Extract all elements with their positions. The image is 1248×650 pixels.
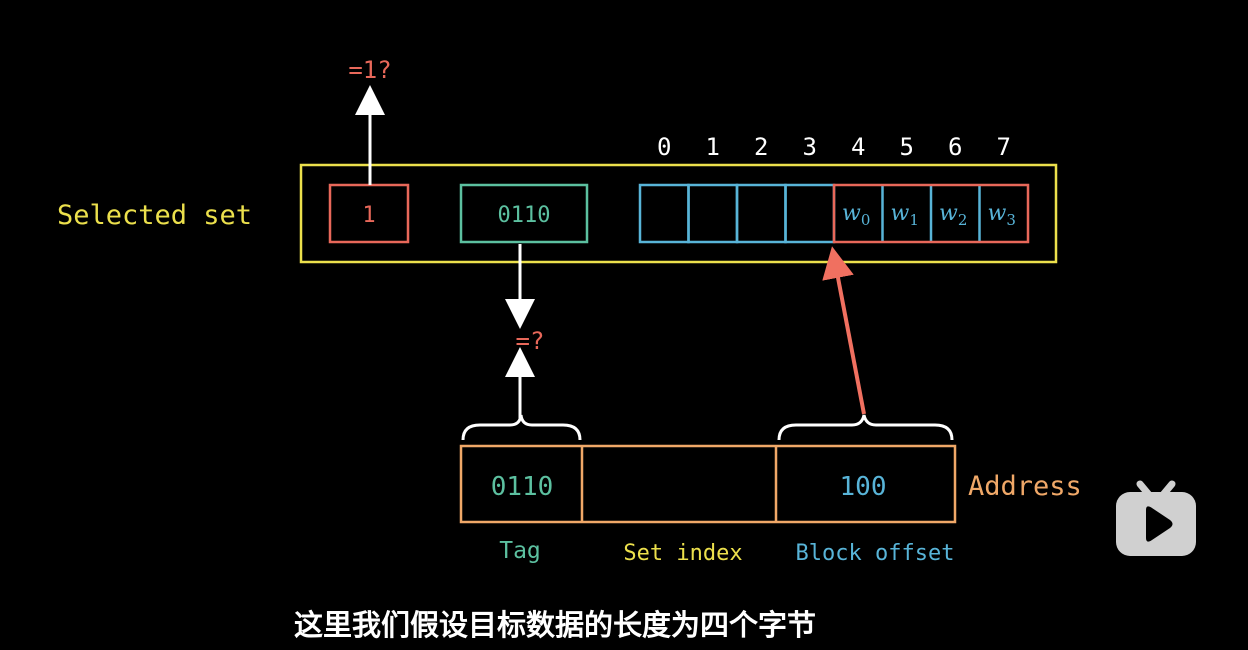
block-byte-cell [638, 183, 690, 244]
tag-label: Tag [499, 538, 541, 564]
address-offset-value: 100 [840, 472, 887, 502]
set-tag-value: 0110 [498, 203, 551, 228]
word-cell-label: w0 [842, 201, 870, 229]
byte-index-label: 3 [803, 133, 817, 161]
selected-set-label: Selected set [57, 200, 252, 231]
target-word-box [832, 183, 1030, 244]
offset-brace [777, 414, 954, 441]
byte-index-label: 1 [706, 133, 720, 161]
offset-arrow [822, 246, 866, 415]
block-byte-cell [735, 183, 787, 244]
byte-index-label: 0 [657, 133, 671, 161]
address-box [459, 444, 957, 524]
set-tag-box [459, 183, 589, 244]
block-byte-cell [784, 183, 836, 244]
tag-brace [461, 414, 582, 441]
block-byte-cell [687, 183, 739, 244]
byte-index-label: 5 [900, 133, 914, 161]
byte-index-label: 2 [754, 133, 768, 161]
block-offset-label: Block offset [796, 541, 955, 566]
valid-bit-value: 1 [362, 203, 375, 228]
byte-index-label: 4 [851, 133, 865, 161]
word-cell-label: w2 [939, 201, 967, 229]
word-cell-label: w1 [891, 201, 919, 229]
bilibili-logo-icon [1116, 480, 1196, 556]
byte-index-label: 6 [948, 133, 962, 161]
selected-set-box [299, 163, 1058, 264]
block-cells: 0 1 2 3 4 5 6 7 w0 w1 w2 w3 [638, 133, 1030, 244]
address-tag-value: 0110 [491, 472, 554, 502]
word-cell-label: w3 [988, 201, 1016, 229]
set-index-label: Set index [623, 541, 742, 566]
valid-check-label: =1? [348, 56, 391, 84]
address-label: Address [968, 471, 1082, 502]
byte-index-label: 7 [997, 133, 1011, 161]
tag-check-label: =? [516, 327, 545, 355]
subtitle: 这里我们假设目标数据的长度为四个字节 [293, 608, 816, 642]
